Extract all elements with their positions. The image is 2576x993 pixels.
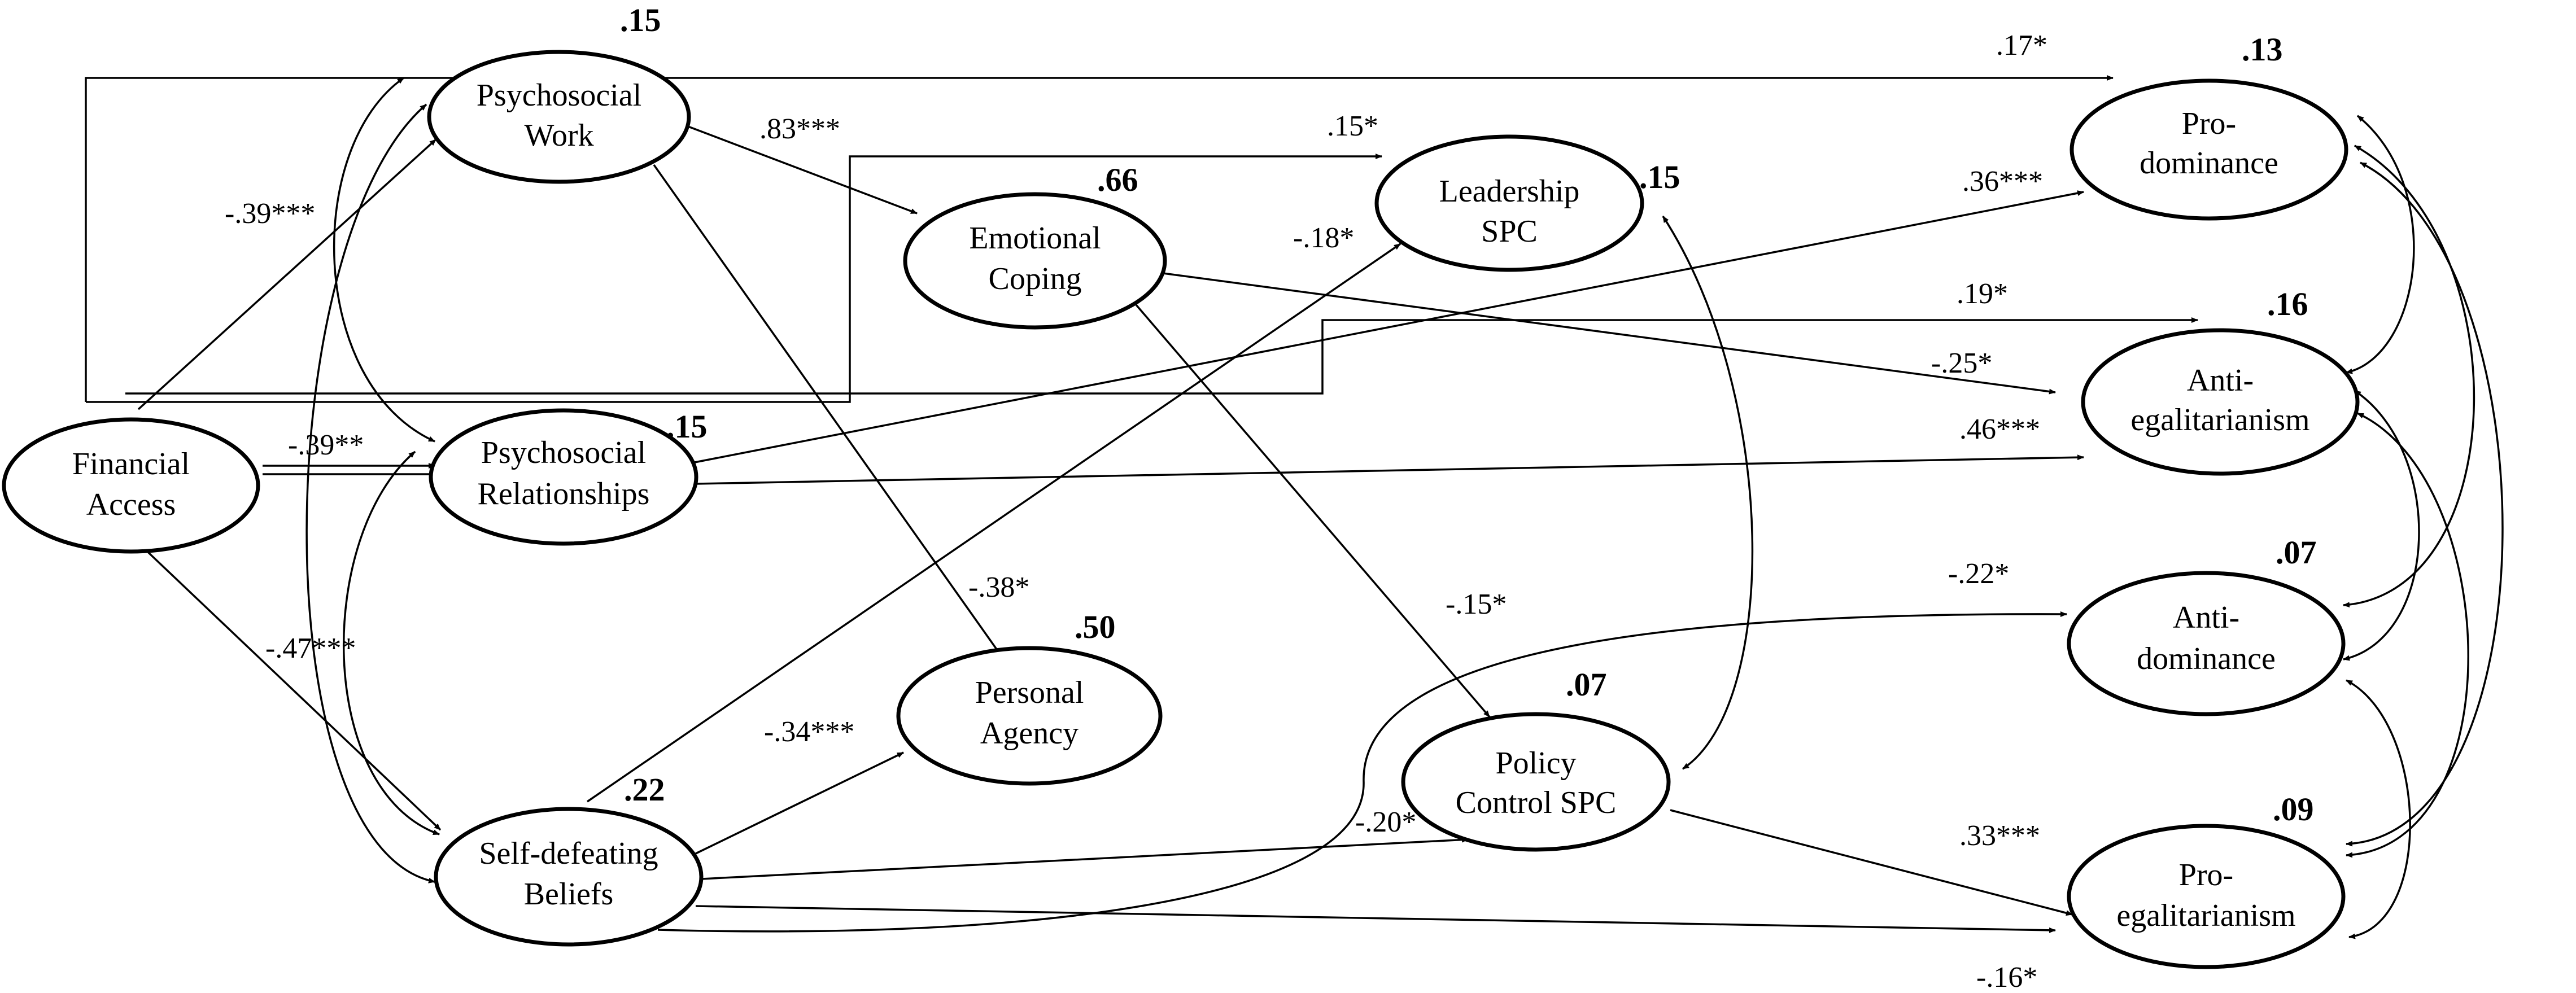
coef-pw-personal-agency: -.38* <box>968 571 1029 603</box>
r-squared-label: .66 <box>1097 161 1138 198</box>
path-pw-to-emotional-coping <box>682 123 918 215</box>
cov-pw-sdb <box>305 103 435 883</box>
node-pro-egalitarianism: Pro- egalitarianism .09 <box>2067 791 2346 969</box>
r-squared-label: .16 <box>2267 286 2308 322</box>
coef-ec-policy-control: -.15* <box>1446 588 1507 620</box>
coef-fa-anti-egalitarianism: .19* <box>1957 278 2008 310</box>
cov-leader-policy <box>1662 216 1754 770</box>
r-squared-label: .22 <box>624 771 665 808</box>
node-label-line1: Psychosocial <box>477 78 641 113</box>
r-squared-label: .15 <box>620 2 661 38</box>
cov-prodom-antiegal <box>2346 115 2415 374</box>
node-label-line2: SPC <box>1481 214 1538 249</box>
r-squared-label: .15 <box>666 408 708 445</box>
coef-ec-anti-egalitarianism: -.25* <box>1931 347 1992 379</box>
coef-sdb-leadership-spc: -.18* <box>1293 222 1354 254</box>
path-sdb-to-policy-control <box>701 837 1469 880</box>
cov-antiegal-proegal <box>2346 412 2469 858</box>
coef-fa-self-defeating-beliefs: -.47*** <box>265 632 356 664</box>
path-fa-to-self-defeating-beliefs <box>147 551 442 831</box>
r-squared-label: .07 <box>1566 666 1607 703</box>
node-label-line2: egalitarianism <box>2116 898 2295 933</box>
node-emotional-coping: Emotional Coping .66 <box>903 161 1167 330</box>
path-ec-to-policy-control <box>1135 304 1491 718</box>
path-fa-to-psychosocial-work <box>137 138 437 410</box>
coef-pw-emotional-coping: .83*** <box>759 113 840 145</box>
coef-sdb-personal-agency: -.34*** <box>764 716 854 748</box>
node-psychosocial-relationships: Psychosocial Relationships .15 <box>429 408 708 546</box>
node-self-defeating-beliefs: Self-defeating Beliefs .22 <box>434 771 704 947</box>
path-ec-to-anti-egalitarianism <box>1158 272 2056 395</box>
node-label-line2: Control SPC <box>1456 785 1617 820</box>
cov-antidom-proegal <box>2346 679 2411 939</box>
node-label-line1: Self-defeating <box>479 836 658 871</box>
coef-fa-leadership-spc: .15* <box>1327 110 1378 142</box>
coef-pr-anti-egalitarianism: .46*** <box>1959 413 2040 445</box>
path-pr-to-anti-egalitarianism <box>695 454 2084 485</box>
path-pr-to-pro-dominance <box>691 190 2084 464</box>
node-label-line1: Anti- <box>2173 600 2239 635</box>
coef-policy-pro-egalitarianism: .33*** <box>1959 820 2040 852</box>
path-sdb-to-pro-egalitarianism <box>695 905 2056 933</box>
path-fa-to-leadership-spc <box>86 154 1382 403</box>
node-label-line2: Agency <box>980 716 1079 751</box>
r-squared-label: .15 <box>1639 159 1680 195</box>
coef-pr-pro-dominance: .36*** <box>1962 165 2043 198</box>
cov-pr-sdb <box>343 450 440 835</box>
node-label-line1: Emotional <box>969 221 1101 256</box>
cov-prodom-proegal <box>2346 161 2504 847</box>
node-label-line1: Pro- <box>2182 106 2236 141</box>
node-label-line1: Pro- <box>2179 858 2233 893</box>
node-label-line2: Access <box>86 487 176 522</box>
node-label-line1: Psychosocial <box>481 435 646 470</box>
path-fa-to-pro-dominance <box>85 75 2114 402</box>
node-label-line1: Personal <box>975 675 1084 710</box>
node-label-line2: Beliefs <box>524 877 614 912</box>
coef-fa-psychosocial-work: -.39*** <box>225 198 315 230</box>
r-squared-label: .09 <box>2273 791 2314 828</box>
coef-sdb-pro-egalitarianism: -.16* <box>1976 961 2037 993</box>
node-label-line2: dominance <box>2140 146 2278 181</box>
path-sdb-to-anti-dominance <box>657 611 2067 933</box>
coef-fa-pro-dominance: .17* <box>1996 29 2047 62</box>
node-label-line2: egalitarianism <box>2130 403 2309 438</box>
node-leadership-spc: Leadership SPC .15 <box>1374 134 1680 272</box>
node-personal-agency: Personal Agency .50 <box>896 609 1163 786</box>
node-policy-control-spc: Policy Control SPC .07 <box>1401 666 1671 852</box>
node-label-line2: Relationships <box>478 476 650 511</box>
node-label-line1: Policy <box>1495 746 1576 781</box>
node-pro-dominance: Pro- dominance .13 <box>2069 31 2348 221</box>
r-squared-label: .07 <box>2276 534 2317 571</box>
path-sdb-to-personal-agency <box>695 751 904 855</box>
node-label-line2: Coping <box>989 261 1082 296</box>
node-label-line1: Leadership <box>1439 174 1580 209</box>
path-sdb-to-leadership-spc <box>587 243 1401 803</box>
r-squared-label: .50 <box>1075 609 1116 645</box>
node-label-line2: dominance <box>2137 641 2276 676</box>
r-squared-label: .13 <box>2242 31 2283 68</box>
coef-sdb-policy-control: -.20* <box>1355 806 1416 838</box>
node-label-line2: Work <box>524 118 593 153</box>
node-label-line1: Anti- <box>2187 363 2254 398</box>
cov-antiegal-antidom <box>2343 390 2420 661</box>
cov-pw-pr <box>333 77 435 443</box>
path-fa-to-anti-egalitarianism <box>125 317 2198 395</box>
coef-sdb-anti-dominance: -.22* <box>1948 558 2009 590</box>
path-policy-to-pro-egalitarianism <box>1670 809 2073 916</box>
node-financial-access: Financial Access <box>2 417 260 554</box>
node-anti-egalitarianism: Anti- egalitarianism .16 <box>2081 286 2360 476</box>
cov-prodom-antidom <box>2343 145 2475 608</box>
coef-fa-psychosocial-relationships: -.39** <box>288 429 364 461</box>
node-anti-dominance: Anti- dominance .07 <box>2067 534 2346 716</box>
path-pw-to-personal-agency <box>653 164 1002 656</box>
node-label-line1: Financial <box>72 447 190 482</box>
node-psychosocial-work: Psychosocial Work .15 <box>427 2 691 184</box>
